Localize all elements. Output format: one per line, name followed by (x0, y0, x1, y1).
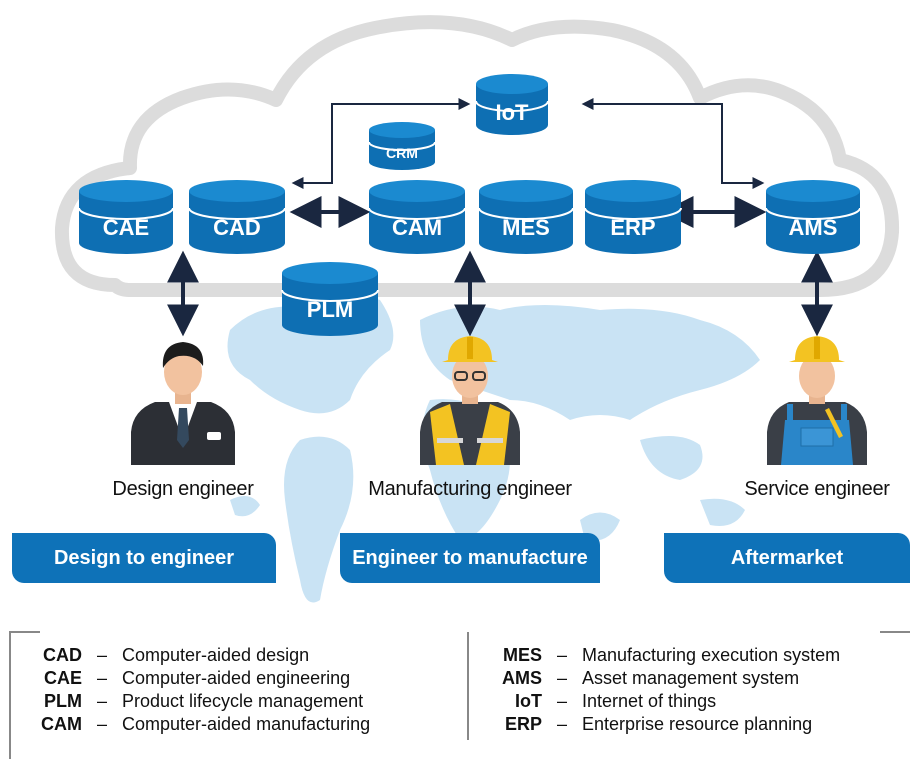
service-engineer-label: Service engineer (744, 478, 890, 500)
cae-label: CAE (103, 215, 149, 240)
legend-abbr: AMS (502, 668, 542, 688)
design-engineer-label: Design engineer (112, 478, 254, 500)
legend-dash: – (556, 691, 567, 711)
mes-label: MES (502, 215, 550, 240)
iot-label: IoT (496, 100, 530, 125)
connectors (167, 98, 833, 337)
legend-item: IoT–Internet of things (482, 690, 840, 713)
legend-item: PLM–Product lifecycle management (22, 690, 370, 713)
legend-item: CAM–Computer-aided manufacturing (22, 713, 370, 736)
legend-item: CAE–Computer-aided engineering (22, 667, 370, 690)
erp-label: ERP (610, 215, 655, 240)
stage-design-label: Design to engineer (53, 546, 235, 569)
legend-frame (9, 631, 910, 759)
cad-label: CAD (213, 215, 261, 240)
legend-abbr: MES (502, 645, 542, 665)
legend-item: MES–Manufacturing execution system (482, 644, 840, 667)
legend-text: Internet of things (582, 691, 717, 711)
mes-database: MES (478, 180, 574, 254)
legend-text: Computer-aided design (122, 645, 310, 665)
iot-ams-arrow (581, 98, 765, 189)
ams-label: AMS (789, 215, 838, 240)
legend-abbr: CAE (43, 668, 82, 688)
legend-left: CAD–Computer-aided design CAE–Computer-a… (22, 644, 370, 736)
legend-dash: – (556, 645, 567, 665)
plm-database: PLM (281, 262, 379, 336)
legend-abbr: IoT (515, 691, 542, 711)
cae-database: CAE (78, 180, 174, 254)
legend-dash: – (556, 714, 567, 734)
stage-aftermarket-label: Aftermarket (730, 546, 844, 569)
cloud-shape (54, 15, 900, 297)
legend-dash: – (556, 668, 567, 688)
service-engineer-icon (767, 336, 867, 465)
stage-aftermarket: Aftermarket (664, 533, 910, 583)
ams-database: AMS (765, 180, 861, 254)
legend-text: Product lifecycle management (122, 691, 364, 711)
plm-label: PLM (307, 297, 353, 322)
manufacturing-engineer-label: Manufacturing engineer (368, 478, 572, 500)
crm-label: CRM (386, 145, 418, 161)
crm-database: CRM (368, 122, 436, 170)
legend-item: CAD–Computer-aided design (22, 644, 370, 667)
iot-database: IoT (475, 74, 549, 135)
legend-text: Enterprise resource planning (582, 714, 813, 734)
legend-abbr: ERP (504, 714, 542, 734)
cam-label: CAM (392, 215, 442, 240)
legend-text: Computer-aided manufacturing (122, 714, 371, 734)
stage-design-to-engineer: Design to engineer (12, 533, 276, 583)
legend-abbr: PLM (44, 691, 82, 711)
legend-dash: – (96, 714, 107, 734)
cad-database: CAD (188, 180, 286, 254)
manufacturing-engineer-icon (420, 336, 520, 465)
stage-engineer-to-manufacture: Engineer to manufacture (340, 533, 600, 583)
legend-right: MES–Manufacturing execution system AMS–A… (482, 644, 840, 736)
legend-dash: – (96, 691, 107, 711)
erp-database: ERP (584, 180, 682, 254)
legend-dash: – (96, 645, 107, 665)
legend-dash: – (96, 668, 107, 688)
legend-text: Computer-aided engineering (122, 668, 351, 688)
legend-item: AMS–Asset management system (482, 667, 840, 690)
legend-abbr: CAD (43, 645, 82, 665)
design-engineer-icon (131, 342, 235, 465)
cam-database: CAM (368, 180, 466, 254)
legend-text: Asset management system (582, 668, 800, 688)
iot-cad-arrow (291, 98, 471, 189)
legend-item: ERP–Enterprise resource planning (482, 713, 840, 736)
stage-manufacture-label: Engineer to manufacture (352, 546, 588, 569)
legend-abbr: CAM (41, 714, 82, 734)
legend-text: Manufacturing execution system (582, 645, 841, 665)
